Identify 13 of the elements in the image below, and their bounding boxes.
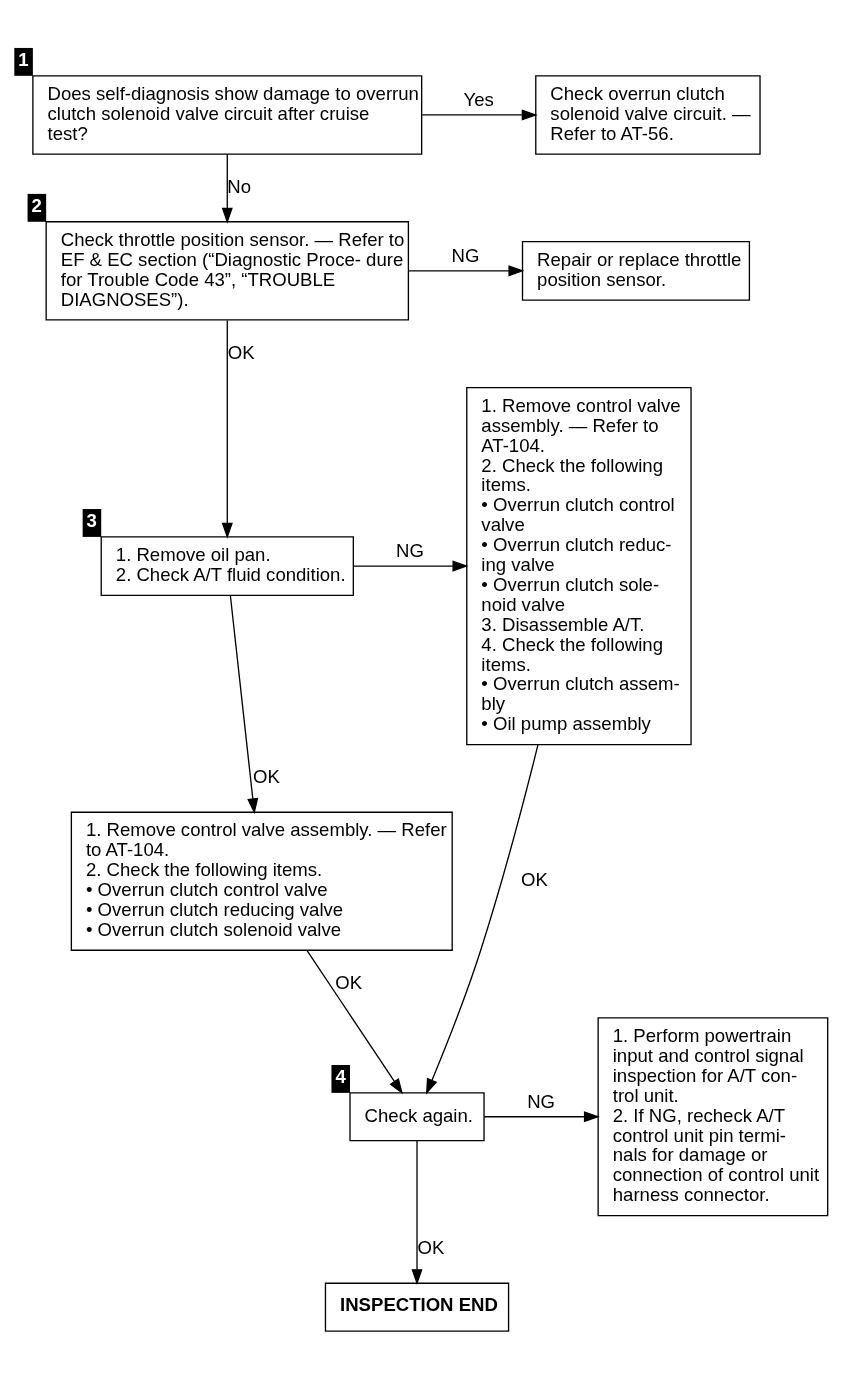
node-label: 2 — [31, 194, 42, 216]
node-label: 4 — [334, 1065, 346, 1087]
edge-label: Yes — [463, 88, 494, 110]
edge-label: OK — [252, 765, 280, 787]
node-label: 1 — [17, 48, 29, 70]
edge-label: OK — [334, 971, 362, 993]
edge-label: OK — [520, 868, 548, 890]
edge-label: NG — [451, 244, 479, 266]
edge-label: OK — [227, 341, 255, 363]
node-label: 3 — [86, 509, 97, 531]
edge-label: NG — [395, 539, 424, 561]
edge-label: NG — [526, 1090, 555, 1112]
edge-label: OK — [417, 1236, 444, 1258]
